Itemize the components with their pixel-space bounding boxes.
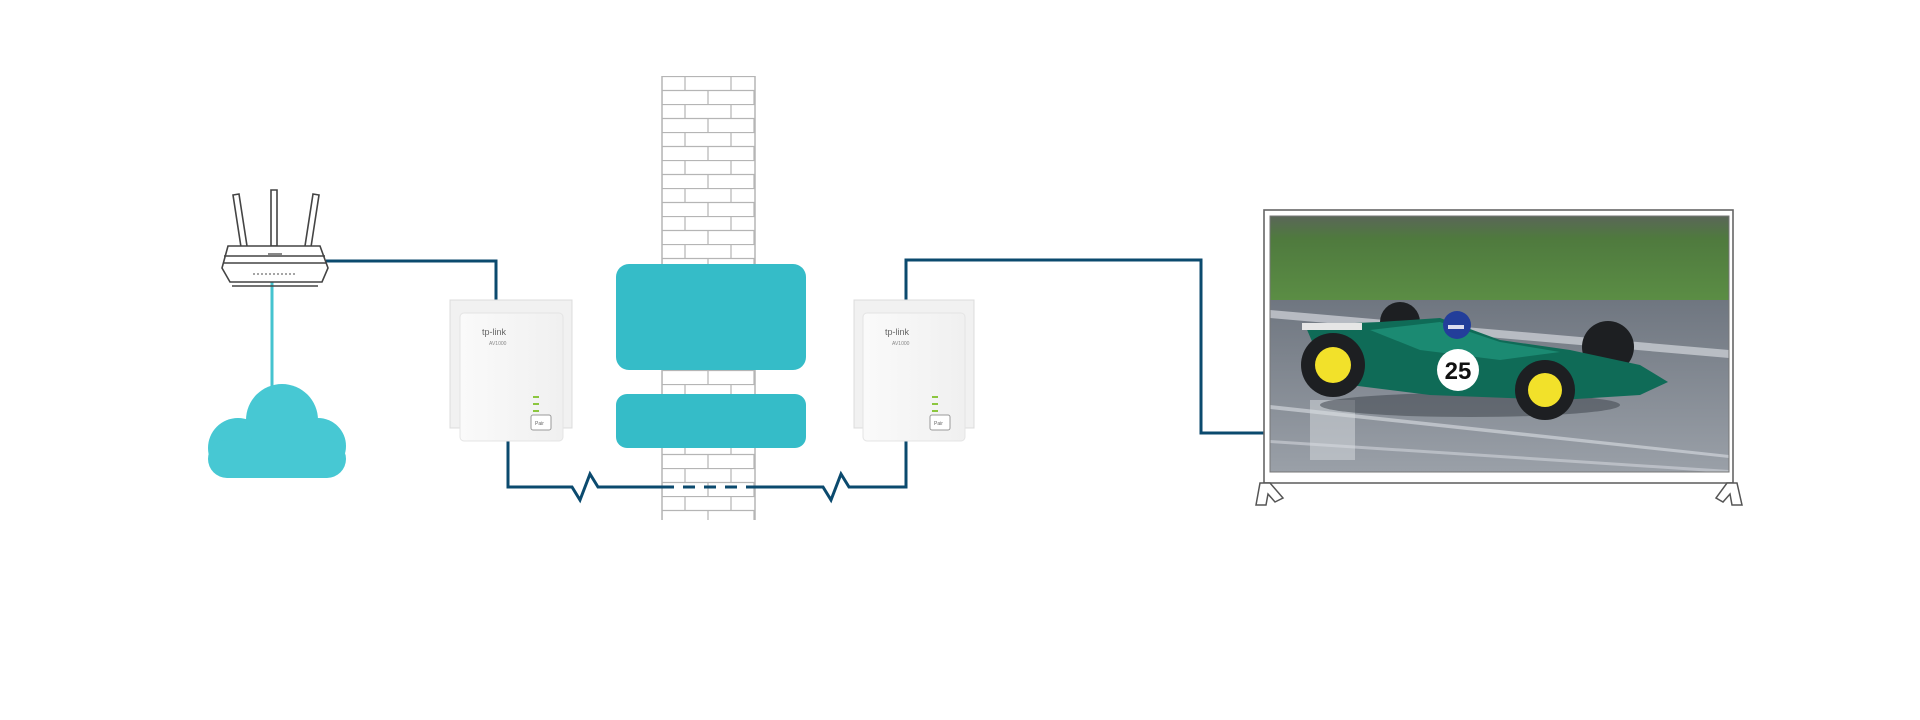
obstacle-block-small bbox=[616, 394, 806, 448]
powerline-adapter-right: tp-link AV1000 Pair bbox=[853, 299, 975, 442]
svg-text:Pair: Pair bbox=[934, 421, 943, 427]
cloud-icon bbox=[208, 384, 346, 478]
adapter-model: AV1000 bbox=[489, 341, 507, 347]
obstacle-block-large bbox=[616, 264, 806, 370]
status-leds bbox=[932, 396, 938, 412]
adapter-brand: tp-link bbox=[482, 327, 507, 337]
television: 25 bbox=[1255, 209, 1743, 506]
svg-text:Pair: Pair bbox=[535, 421, 544, 427]
car-number: 25 bbox=[1445, 358, 1472, 385]
status-leds bbox=[533, 396, 539, 412]
ethernet-cable-tv bbox=[904, 258, 1264, 435]
tv-screen-race-car-image: 25 bbox=[1270, 216, 1729, 472]
router-icon bbox=[221, 189, 329, 287]
powerline-cable bbox=[506, 440, 908, 504]
pair-button[interactable] bbox=[929, 414, 951, 431]
pair-button[interactable] bbox=[530, 414, 552, 431]
ethernet-cable-router bbox=[326, 259, 498, 300]
powerline-adapter-left: tp-link AV1000 Pair bbox=[449, 299, 573, 442]
adapter-brand: tp-link bbox=[885, 327, 910, 337]
tv-stand bbox=[1255, 482, 1743, 506]
adapter-model: AV1000 bbox=[892, 341, 910, 347]
